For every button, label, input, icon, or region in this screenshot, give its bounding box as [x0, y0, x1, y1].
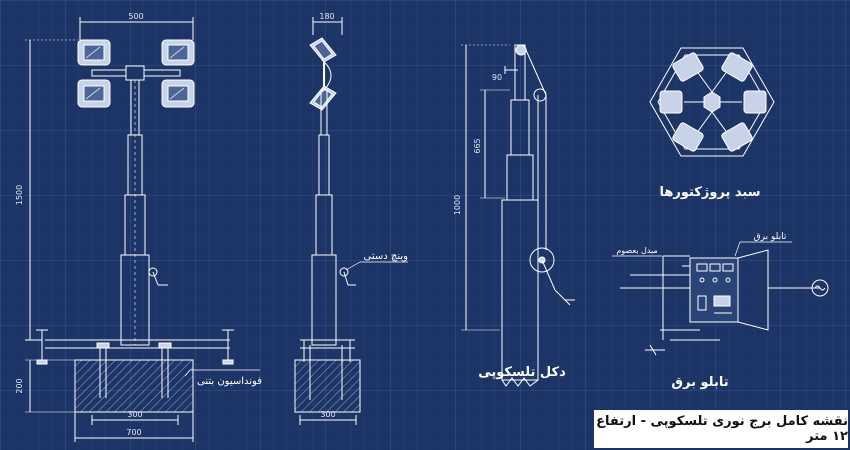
dimension-90: 90	[492, 73, 502, 82]
callout-electrical-panel: تابلو برق	[754, 232, 787, 242]
label-telescopic-mast: دکل تلسکوپی	[478, 365, 566, 380]
label-manual-winch: وینچ دستی	[364, 251, 409, 262]
label-electrical-panel: تابلو برق	[671, 375, 728, 390]
side-view	[294, 17, 408, 425]
concrete-foundation-side	[294, 359, 361, 413]
dimension-665: 665	[473, 138, 482, 153]
dimension-side-180: 180	[319, 12, 334, 21]
projector-lamp-side-top	[309, 37, 337, 63]
label-concrete-foundation: فونداسیون بتنی	[197, 376, 262, 387]
front-view	[25, 17, 260, 442]
callout-generator: مبدل بعصوم	[616, 246, 657, 255]
concrete-foundation-front	[74, 359, 194, 413]
label-projector-bed: سبد پروژکتورها	[659, 185, 760, 200]
dimension-height-1500: 1500	[15, 185, 24, 205]
projector-lamp-top-right	[161, 39, 195, 66]
electrical-panel-drawing	[612, 241, 829, 356]
dimension-foundation-200: 200	[15, 378, 24, 393]
dimension-1000: 1000	[453, 195, 462, 215]
projector-lamp-bottom-right	[161, 79, 195, 108]
drawing-title: نقشه کامل برج نوری تلسکوپی - ارتفاع ۱۲ م…	[596, 414, 848, 444]
projector-bed-top-view	[649, 47, 775, 157]
dimension-700: 700	[126, 428, 141, 437]
projector-lamp-bottom-left	[77, 79, 111, 108]
dimension-width-500: 500	[128, 12, 143, 21]
projector-lamp-top-left	[77, 39, 111, 66]
telescopic-mast-detail	[461, 44, 575, 387]
title-box: نقشه کامل برج نوری تلسکوپی - ارتفاع ۱۲ م…	[592, 408, 850, 450]
dimension-300-front: 300	[127, 410, 142, 419]
dimension-300-side: 300	[320, 410, 335, 419]
